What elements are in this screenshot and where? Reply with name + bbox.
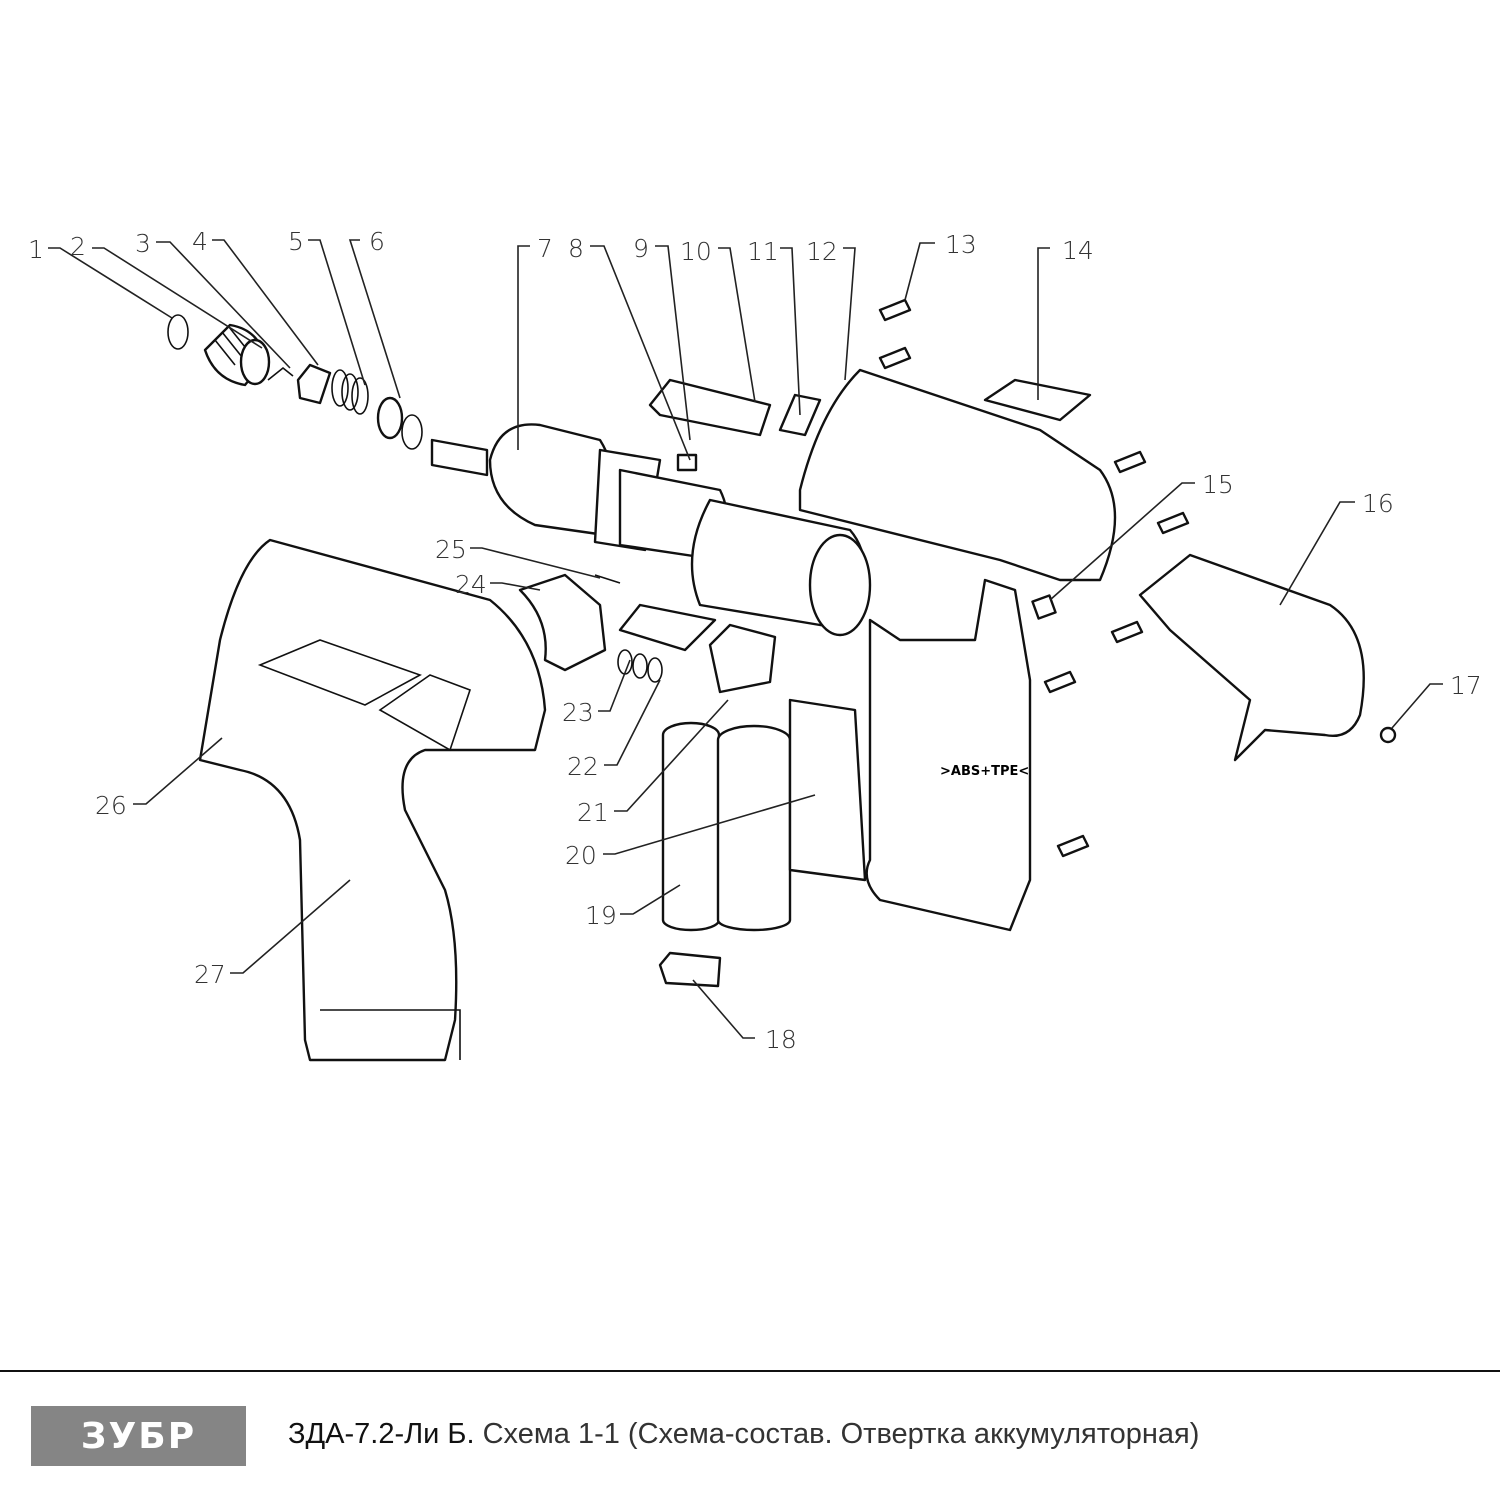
- leader-line-12: [843, 247, 856, 381]
- leader-line-26: [133, 737, 223, 805]
- leader-line-23: [598, 659, 631, 712]
- part-insulation-pad: [788, 698, 867, 882]
- callout-18: 18: [765, 1025, 797, 1054]
- part-housing-upper: [798, 368, 1117, 582]
- part-trigger: [518, 573, 607, 672]
- leader-line-4: [212, 239, 319, 366]
- callout-17: 17: [1450, 671, 1482, 700]
- callout-24: 24: [455, 570, 487, 599]
- part-switch-frame: [618, 603, 717, 652]
- part-bushing: [296, 363, 332, 405]
- part-spring: [331, 369, 369, 415]
- parts-drawing: >ABS+TPE<: [167, 298, 1397, 1062]
- callout-10: 10: [680, 237, 712, 266]
- part-switch-cover: [648, 378, 772, 437]
- callout-14: 14: [1062, 236, 1094, 265]
- callout-1: 1: [28, 235, 44, 264]
- part-washer-2: [401, 414, 423, 450]
- leader-line-25: [470, 547, 601, 579]
- part-screw-17: [1379, 726, 1397, 744]
- callout-12: 12: [806, 237, 838, 266]
- callout-26: 26: [95, 791, 127, 820]
- callout-11: 11: [747, 237, 779, 266]
- leader-line-15: [1049, 482, 1195, 601]
- part-screws: [878, 298, 1190, 858]
- leader-line-9: [655, 245, 691, 441]
- callout-13: 13: [945, 230, 977, 259]
- part-pin: [594, 574, 621, 584]
- leader-line-3: [156, 241, 291, 369]
- callout-27: 27: [194, 960, 226, 989]
- callout-15: 15: [1202, 470, 1234, 499]
- callout-9: 9: [633, 234, 649, 263]
- leader-line-7: [517, 245, 530, 450]
- part-sleeve-ring: [239, 338, 271, 386]
- leader-line-19: [620, 884, 681, 915]
- leader-line-21: [614, 699, 729, 812]
- callout-25: 25: [435, 535, 467, 564]
- footer-caption: ЗДА-7.2-Ли Б. Схема 1-1 (Схема-состав. О…: [288, 1418, 1199, 1451]
- leader-line-6: [348, 239, 401, 399]
- part-gearbox-motor: [430, 423, 872, 637]
- leader-line-8: [590, 245, 691, 461]
- leader-line-17: [1391, 683, 1443, 729]
- leader-line-18: [692, 979, 755, 1039]
- callout-16: 16: [1362, 489, 1394, 518]
- part-clip: [267, 366, 294, 381]
- leader-line-24: [490, 582, 541, 591]
- leader-line-10: [718, 247, 756, 403]
- callout-5: 5: [288, 227, 304, 256]
- part-housing-left: [198, 538, 547, 1062]
- leader-line-13: [904, 242, 935, 301]
- model-name: ЗДА-7.2-Ли Б.: [288, 1418, 475, 1450]
- part-washer: [376, 396, 404, 440]
- leader-line-1: [48, 247, 173, 319]
- leader-line-2: [92, 247, 263, 349]
- callout-2: 2: [70, 232, 86, 261]
- callout-23: 23: [562, 698, 594, 727]
- leader-line-27: [230, 879, 351, 974]
- callout-21: 21: [577, 798, 609, 827]
- part-housing-lower: [865, 578, 1032, 932]
- leader-line-11: [780, 247, 801, 416]
- callout-8: 8: [568, 234, 584, 263]
- part-button: [676, 453, 698, 472]
- brand-logo: ЗУБР: [31, 1406, 246, 1466]
- part-retaining-ring: [167, 314, 189, 350]
- logo-text: ЗУБР: [80, 1415, 197, 1457]
- leader-line-16: [1279, 501, 1355, 606]
- callout-22: 22: [567, 752, 599, 781]
- leader-line-5: [308, 239, 366, 386]
- callout-3: 3: [135, 229, 151, 258]
- callout-20: 20: [565, 841, 597, 870]
- housing-marking: >ABS+TPE<: [940, 764, 1029, 779]
- part-rear-cover: [1138, 553, 1365, 762]
- part-batteries: [661, 721, 792, 932]
- callout-19: 19: [585, 901, 617, 930]
- footer-divider: [0, 1370, 1500, 1372]
- leader-line-14: [1037, 247, 1050, 400]
- callout-4: 4: [192, 227, 208, 256]
- leader-line-22: [604, 679, 661, 766]
- leader-line-20: [603, 794, 816, 855]
- callout-7: 7: [537, 234, 553, 263]
- part-trigger-spring: [617, 649, 663, 683]
- schema-description: Схема 1-1 (Схема-состав. Отвертка аккуму…: [482, 1418, 1200, 1450]
- part-small-clip: [1031, 594, 1057, 620]
- part-switch: [708, 623, 777, 694]
- part-connector: [658, 951, 722, 988]
- callout-6: 6: [369, 227, 385, 256]
